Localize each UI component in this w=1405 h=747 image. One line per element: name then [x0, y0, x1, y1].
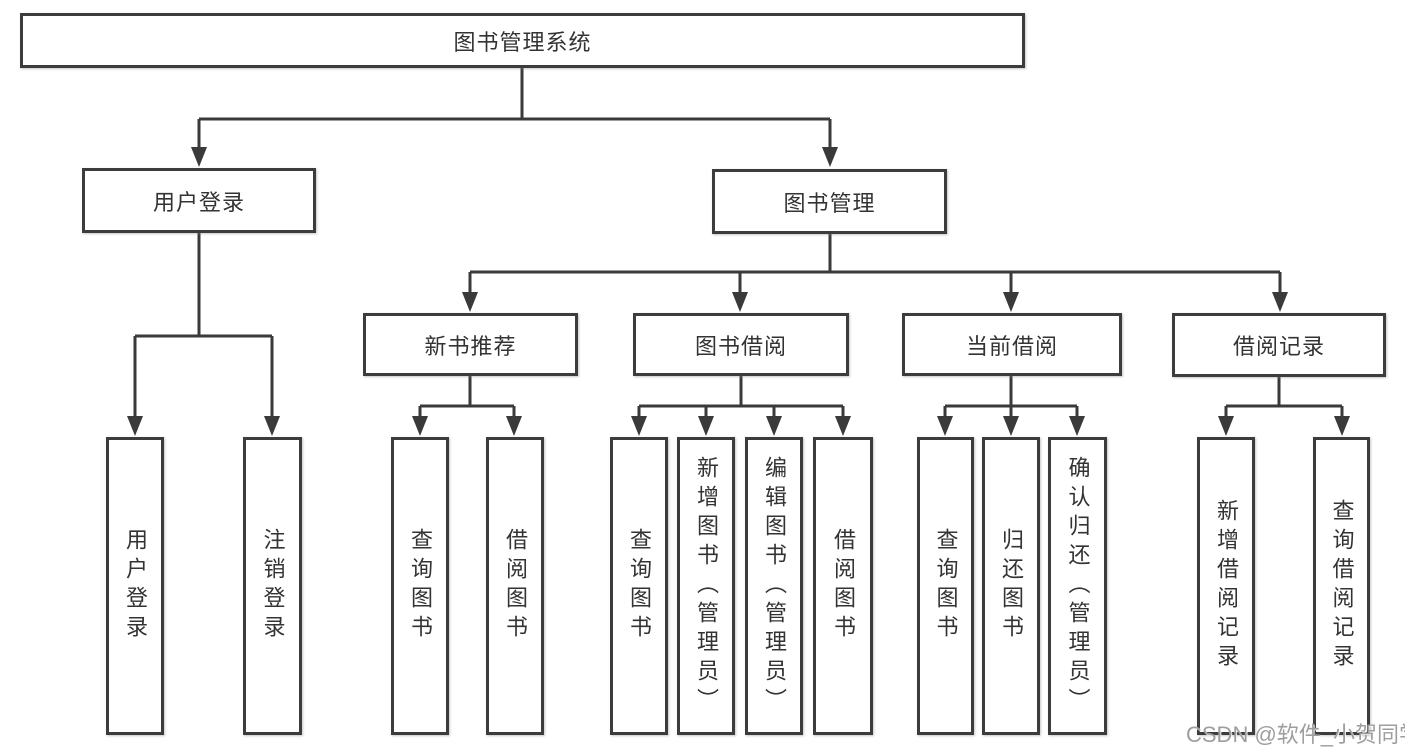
leaf-query-books-current: 查询图书: [917, 437, 974, 735]
node-label: 查询借阅记录: [1329, 499, 1355, 673]
node-label: 编辑图书（管理员）: [762, 455, 787, 717]
node-label: 确认归还（管理员）: [1065, 455, 1091, 717]
node-label: 查询图书: [408, 528, 433, 644]
node-library-management-system: 图书管理系统: [20, 13, 1025, 68]
leaf-query-borrow-record: 查询借阅记录: [1313, 437, 1370, 735]
node-label: 图书管理系统: [453, 29, 592, 55]
node-label: 借阅图书: [503, 528, 528, 644]
node-label: 注销登录: [260, 528, 286, 644]
node-label: 查询图书: [933, 528, 959, 644]
node-user-login: 用户登录: [82, 168, 316, 233]
node-new-book-recommend: 新书推荐: [363, 313, 578, 376]
node-label: 图书管理: [783, 190, 876, 216]
node-book-borrowing: 图书借阅: [633, 313, 849, 376]
csdn-watermark: CSDN @软件_小贺同学: [1186, 722, 1405, 747]
leaf-borrow-books: 借阅图书: [813, 437, 873, 735]
leaf-edit-books-admin: 编辑图书（管理员）: [745, 437, 803, 735]
node-label: 借阅记录: [1232, 334, 1325, 359]
node-label: 当前借阅: [965, 333, 1058, 359]
leaf-confirm-return-admin: 确认归还（管理员）: [1048, 437, 1107, 735]
node-book-management: 图书管理: [712, 169, 947, 234]
node-label: 归还图书: [999, 528, 1024, 644]
leaf-query-books: 查询图书: [610, 437, 668, 735]
leaf-add-borrow-record: 新增借阅记录: [1197, 437, 1255, 735]
node-label: 新增图书（管理员）: [694, 455, 719, 717]
leaf-borrow-books-recommend: 借阅图书: [486, 437, 544, 735]
node-label: 借阅图书: [831, 528, 856, 644]
leaf-query-books-recommend: 查询图书: [391, 437, 449, 735]
node-label: 新增借阅记录: [1214, 499, 1239, 673]
node-label: 新书推荐: [424, 333, 517, 359]
node-label: 查询图书: [627, 528, 652, 644]
leaf-user-login: 用户登录: [106, 437, 164, 735]
leaf-add-books-admin: 新增图书（管理员）: [677, 437, 735, 735]
node-current-borrowing: 当前借阅: [902, 313, 1122, 376]
node-label: 图书借阅: [694, 333, 787, 359]
leaf-return-books: 归还图书: [982, 437, 1040, 735]
leaf-logout: 注销登录: [243, 437, 302, 735]
node-label: 用户登录: [123, 528, 148, 644]
node-label: 用户登录: [152, 189, 245, 215]
node-borrowing-records: 借阅记录: [1172, 313, 1386, 377]
